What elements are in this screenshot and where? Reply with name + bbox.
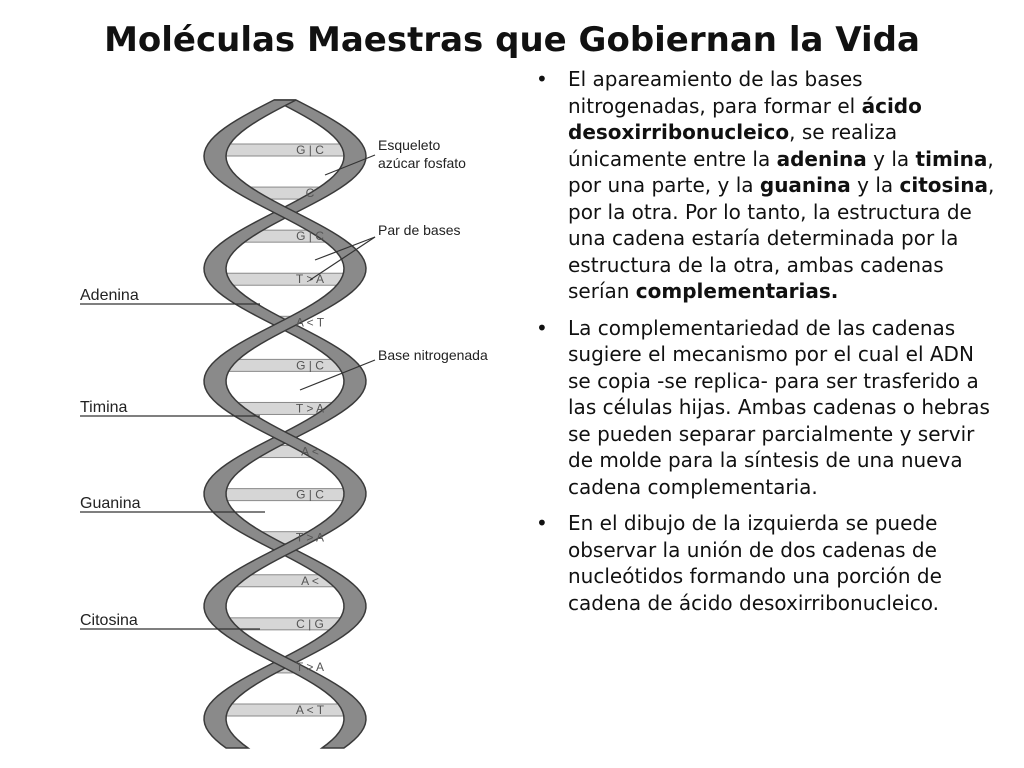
bullet-text: El apareamiento de las bases nitrogenada… <box>568 67 994 303</box>
base-pair-label: T > A <box>296 660 324 674</box>
base-pair-label: G | C <box>296 488 324 502</box>
slide-title: Moléculas Maestras que Gobiernan la Vida <box>104 20 920 60</box>
bullet-item: • En el dibujo de la izquierda se puede o… <box>528 510 998 616</box>
bold-term: ácido desoxirribonucleico <box>568 93 922 145</box>
text-segment: y la <box>850 173 900 197</box>
base-pair-label: G | C <box>296 143 324 157</box>
bullet-dot: • <box>536 511 548 535</box>
base-pair-label: T > A <box>296 272 324 286</box>
base-pair-label: A < T <box>296 315 325 329</box>
bold-term: guanina <box>759 173 851 197</box>
base-pair-label: C <box>306 186 315 200</box>
base-pair-rung <box>222 617 348 631</box>
label-cytosine: Citosina <box>80 612 138 629</box>
base-pair-rung <box>215 143 355 157</box>
label-backbone-line1: Esqueleto <box>378 137 440 153</box>
bold-term: adenina <box>776 146 867 171</box>
label-base-pair: Par de bases <box>378 222 461 238</box>
base-pair-label: G | C <box>296 229 324 243</box>
label-backbone-line2: azúcar fosfato <box>378 155 466 171</box>
base-pair-letters: G | C C G | C T > A A < T G | C T > A A < G | C T… <box>296 143 325 717</box>
dna-double-helix-figure: G | C C G | C T > A A < T G | C T > A A < G | C T… <box>70 90 510 760</box>
base-pair-label: A < <box>301 574 319 588</box>
base-pair-label: G | C <box>296 358 324 372</box>
sugar-phosphate-strand-2 <box>203 99 367 749</box>
label-adenine: Adenina <box>80 287 139 304</box>
base-pair-rung <box>217 272 353 286</box>
bullet-item: • El apareamiento de las bases nitrogenad… <box>528 66 998 305</box>
bold-term: complementarias. <box>635 279 839 303</box>
base-pair-rung <box>221 358 349 372</box>
text-segment: , por la otra. Por lo tanto, la estructu… <box>568 173 995 303</box>
text-segment: La complementariedad de las cadenas sugi… <box>568 315 990 499</box>
base-pair-label: A < T <box>296 703 325 717</box>
base-pair-rung <box>214 488 356 502</box>
text-segment: y la <box>866 146 916 171</box>
base-pair-label: T > A <box>296 531 324 545</box>
bullet-list: • El apareamiento de las bases nitrogenad… <box>528 66 998 626</box>
base-pair-label: T > A <box>296 401 324 415</box>
bullet-text: La complementariedad de las cadenas sugi… <box>568 316 990 499</box>
base-pair-label: C | G <box>296 617 324 631</box>
bullet-item: • La complementariedad de las cadenas sug… <box>528 315 998 501</box>
bullet-text: En el dibujo de la izquierda se puede ob… <box>568 511 942 615</box>
text-segment: El apareamiento de las bases nitrogenada… <box>568 67 863 118</box>
text-segment: , por una parte, y la <box>568 146 994 198</box>
label-thymine: Timina <box>80 399 128 416</box>
bullet-dot: • <box>536 67 548 91</box>
label-guanine: Guanina <box>80 495 141 512</box>
base-pair-rung <box>216 703 354 717</box>
dna-diagram: G | C C G | C T > A A < T G | C T > A A < G | C T… <box>80 99 488 749</box>
bold-term: citosina <box>899 173 989 197</box>
label-nitrogen-base: Base nitrogenada <box>378 347 488 363</box>
bold-term: timina <box>915 146 988 171</box>
callout-lines <box>80 154 376 630</box>
text-segment: En el dibujo de la izquierda se puede ob… <box>568 511 942 615</box>
text-segment: , se realiza únicamente entre la <box>568 120 898 171</box>
bullet-dot: • <box>536 315 548 340</box>
base-pair-label: A < <box>301 445 319 459</box>
